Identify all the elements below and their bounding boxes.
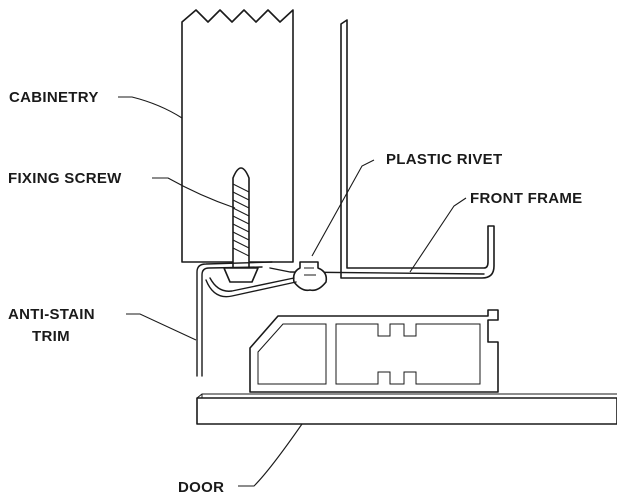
anti-stain-trim	[196, 261, 297, 377]
leader-cabinetry	[118, 96, 183, 119]
label-cabinetry: CABINETRY	[9, 89, 99, 106]
leader-plastic-rivet	[311, 159, 375, 257]
door-extrusion-profile	[249, 309, 499, 393]
leader-door	[238, 423, 303, 487]
label-door: DOOR	[178, 479, 224, 496]
label-front-frame: FRONT FRAME	[470, 190, 582, 207]
leader-anti-stain-trim	[126, 313, 197, 341]
label-plastic-rivet: PLASTIC RIVET	[386, 151, 502, 168]
leader-fixing-screw	[152, 177, 236, 209]
label-fixing-screw: FIXING SCREW	[8, 170, 122, 187]
door-slab	[196, 393, 617, 425]
cabinetry-panel	[181, 9, 294, 263]
label-anti-stain-line2: TRIM	[32, 328, 70, 345]
fixing-screw	[223, 167, 259, 283]
front-frame	[269, 19, 495, 279]
leader-lines	[118, 96, 467, 487]
label-anti-stain-line1: ANTI-STAIN	[8, 306, 95, 323]
plastic-rivet	[292, 261, 328, 292]
leader-front-frame	[409, 197, 467, 273]
